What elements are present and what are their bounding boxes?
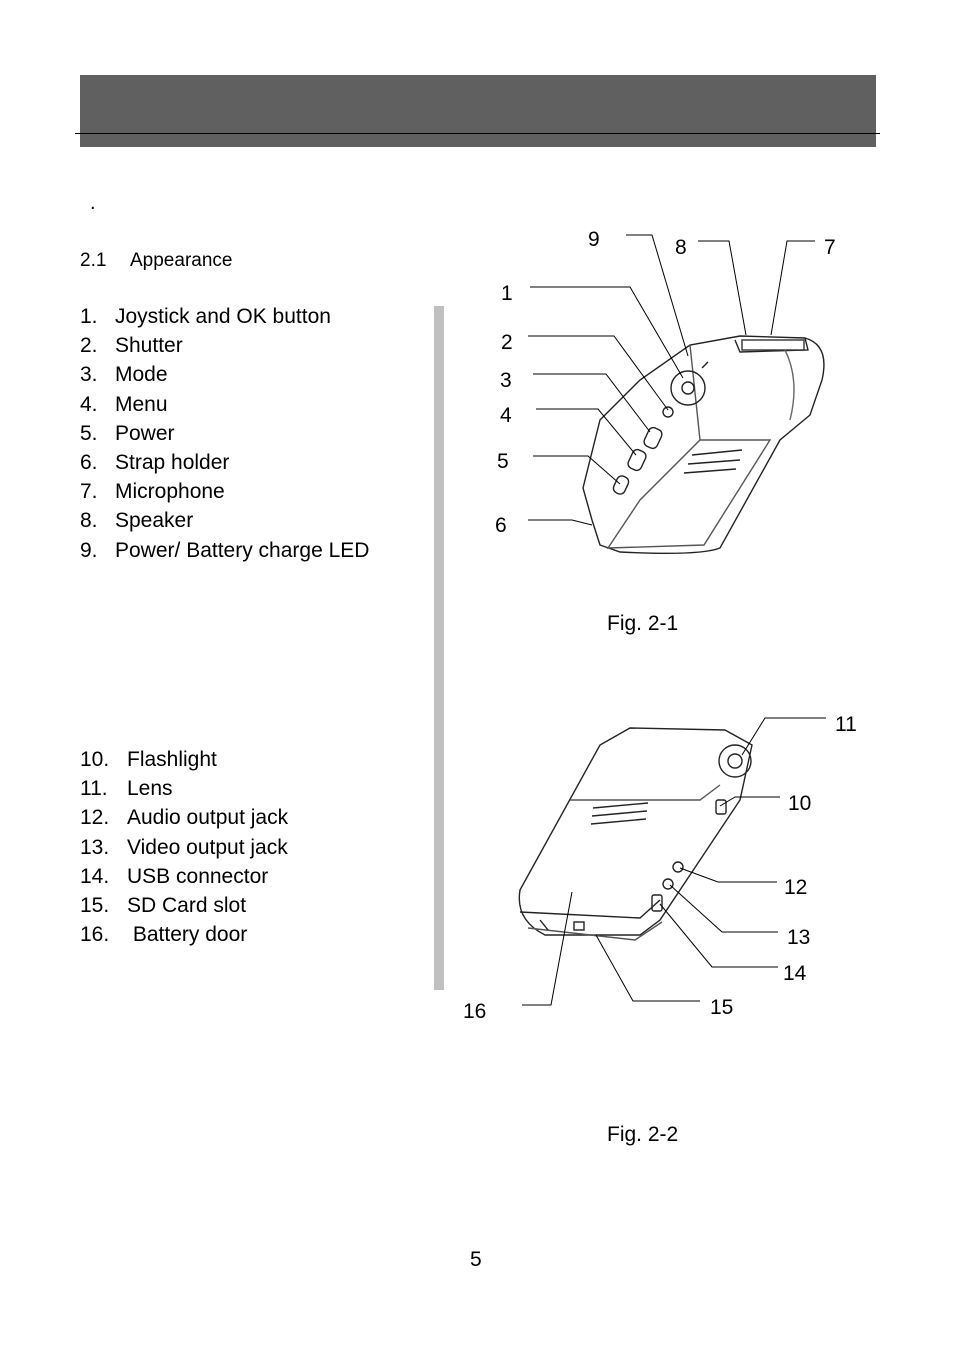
item-number: 4.: [80, 392, 98, 416]
list-item: 5. Power: [80, 419, 369, 448]
leader-12: [679, 867, 777, 883]
item-number: 7.: [80, 480, 98, 504]
section-title: Appearance: [130, 250, 233, 271]
callout-8: 8: [675, 236, 687, 259]
list-item: 9. Power/ Battery charge LED: [80, 536, 369, 565]
list-item: 10. Flashlight: [80, 745, 288, 774]
leader-10: [719, 796, 780, 807]
item-label: Menu: [115, 392, 168, 416]
leader-6: [528, 519, 593, 526]
item-number: 1.: [80, 305, 98, 328]
leader-14: [659, 903, 778, 968]
leader-1: [530, 286, 684, 379]
header-bar: [80, 75, 876, 147]
list-item: 14. USB connector: [80, 862, 288, 891]
item-number: 2.: [80, 334, 98, 358]
leader-2: [528, 335, 669, 411]
list-item: 13. Video output jack: [80, 833, 288, 862]
item-number: 6.: [80, 450, 98, 474]
callout-11: 11: [835, 713, 857, 736]
item-number: 8.: [80, 509, 98, 533]
callout-6: 6: [495, 514, 507, 537]
fig2-camera-drawing: [518, 727, 753, 941]
callout-16: 16: [463, 1000, 487, 1023]
item-label: Joystick and OK button: [115, 305, 331, 328]
item-label: Audio output jack: [127, 806, 289, 830]
item-number: 15.: [80, 893, 110, 917]
leader-16: [522, 891, 573, 1006]
item-number: 3.: [80, 363, 98, 387]
list-item: 11. Lens: [80, 774, 288, 803]
list-item: 4. Menu: [80, 390, 369, 419]
callout-12: 12: [784, 876, 808, 899]
fig1-leader-lines: [528, 234, 815, 526]
item-label: Power: [115, 421, 175, 445]
callout-13: 13: [787, 926, 811, 949]
page-number: 5: [470, 1248, 482, 1271]
list-item: 3. Mode: [80, 360, 369, 389]
leader-11: [741, 717, 826, 756]
list-item: 1. Joystick and OK button: [80, 302, 369, 331]
item-number: 13.: [80, 835, 110, 859]
parts-list-fig2: 10. Flashlight 11. Lens 12. Audio output ja…: [80, 745, 288, 949]
fig1-camera-drawing: [582, 335, 825, 555]
item-number: 10.: [80, 748, 110, 771]
callout-5: 5: [497, 450, 509, 473]
leader-5: [533, 455, 621, 485]
callout-7: 7: [824, 236, 836, 259]
fig2-leader-lines: [522, 717, 826, 1006]
leader-13: [669, 884, 778, 933]
item-label: Power/ Battery charge LED: [115, 538, 370, 562]
item-label: Flashlight: [127, 748, 217, 771]
item-label: Shutter: [115, 334, 183, 358]
leader-7: [770, 240, 815, 336]
item-label: Battery door: [132, 923, 248, 947]
list-item: 16. Battery door: [80, 920, 288, 949]
callout-9: 9: [588, 228, 600, 251]
item-label: Speaker: [115, 509, 194, 533]
section-number: 2.1: [80, 250, 107, 271]
item-label: SD Card slot: [127, 893, 247, 917]
item-label: Mode: [115, 363, 168, 387]
leader-9: [626, 234, 689, 357]
item-number: 16.: [80, 923, 110, 947]
item-label: Video output jack: [127, 835, 288, 859]
callout-14: 14: [783, 962, 807, 985]
item-number: 14.: [80, 864, 110, 888]
callout-3: 3: [500, 369, 512, 392]
item-label: Strap holder: [115, 450, 230, 474]
item-number: 5.: [80, 421, 98, 445]
callout-10: 10: [788, 792, 812, 815]
list-item: 8. Speaker: [80, 506, 369, 535]
item-label: Lens: [127, 777, 173, 801]
list-item: 7. Microphone: [80, 477, 369, 506]
callout-1: 1: [501, 282, 513, 305]
intro-marker: .: [90, 192, 96, 214]
item-number: 12.: [80, 806, 110, 830]
list-item: 2. Shutter: [80, 331, 369, 360]
list-item: 15. SD Card slot: [80, 891, 288, 920]
callout-4: 4: [500, 404, 512, 427]
callout-2: 2: [501, 331, 513, 354]
leader-4: [536, 408, 637, 456]
item-number: 11.: [80, 777, 108, 801]
item-label: Microphone: [115, 480, 225, 504]
list-item: 12. Audio output jack: [80, 803, 288, 832]
figure-caption-1: Fig. 2-1: [607, 612, 679, 635]
leader-3: [533, 373, 651, 433]
section-heading: 2.1 Appearance: [80, 250, 232, 272]
parts-list-fig1: 1. Joystick and OK button 2. Shutter 3. Mod…: [80, 302, 369, 565]
header-rule: [75, 133, 880, 134]
vertical-divider: [434, 306, 444, 990]
list-item: 6. Strap holder: [80, 448, 369, 477]
item-number: 9.: [80, 538, 98, 562]
callout-15: 15: [710, 996, 734, 1019]
leader-15: [595, 934, 700, 1002]
item-label: USB connector: [127, 864, 269, 888]
leader-8: [698, 240, 747, 336]
figure-caption-2: Fig. 2-2: [607, 1123, 679, 1146]
